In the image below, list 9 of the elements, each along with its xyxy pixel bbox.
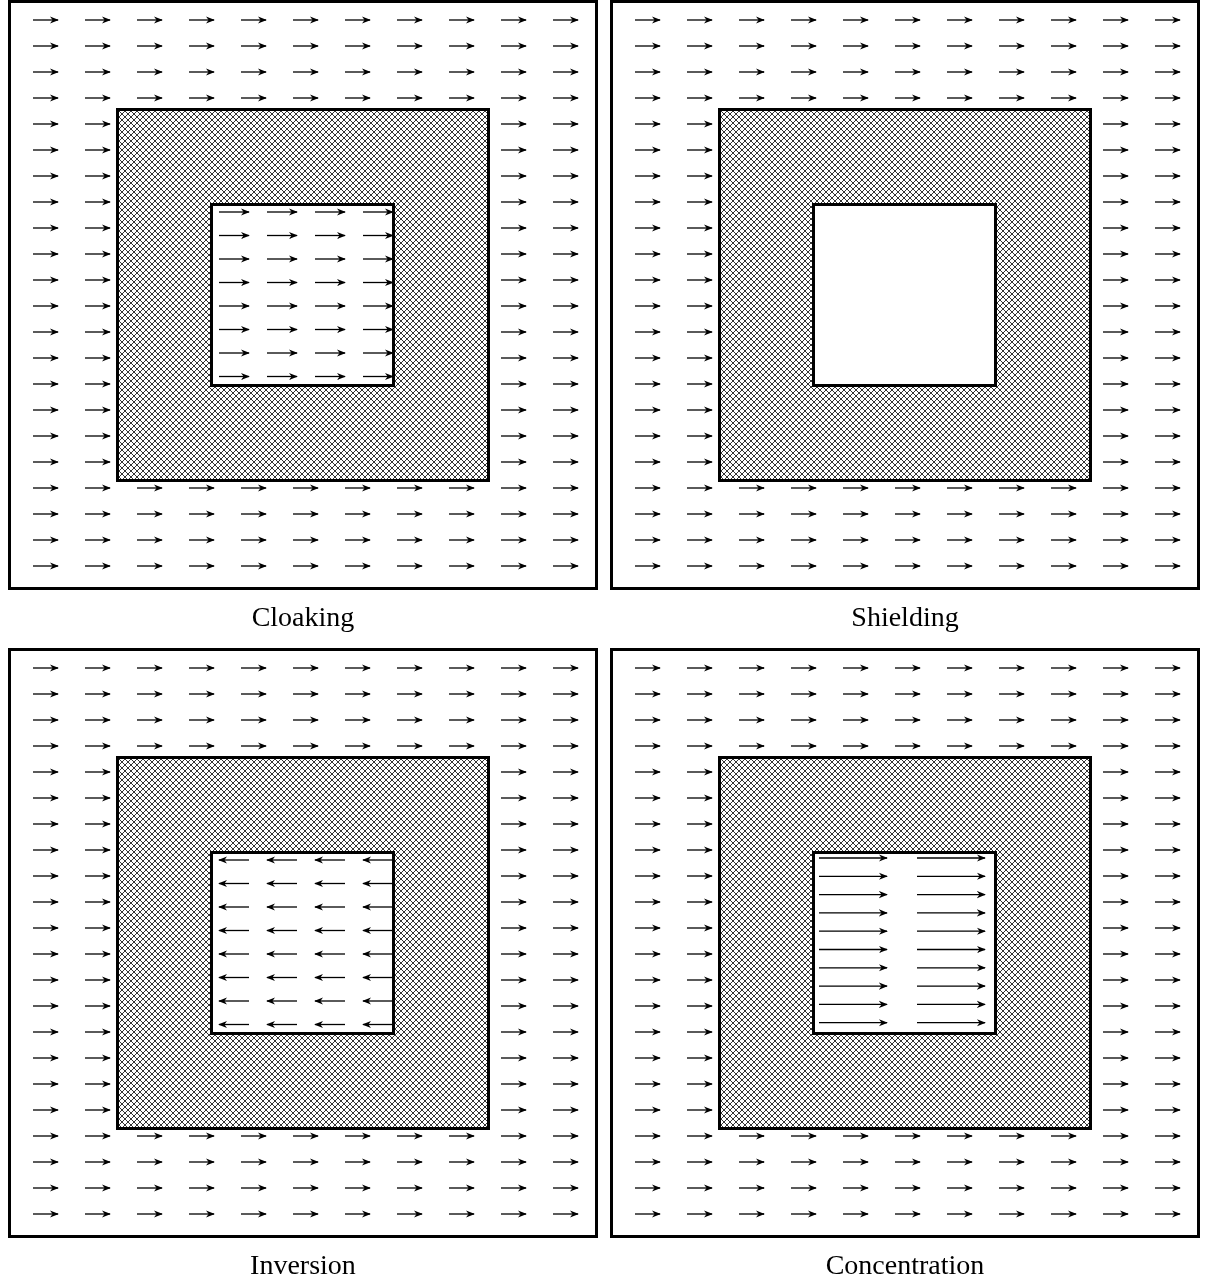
panel-title: Shielding [851,600,959,634]
hatched-shell [116,108,490,482]
panel-title: Concentration [825,1248,985,1282]
hatched-shell [718,108,1092,482]
panel-title: Cloaking [251,600,355,634]
inner-region [812,203,997,387]
panel-title: Inversion [250,1248,356,1282]
hatched-shell [718,756,1092,1130]
hatched-shell [116,756,490,1130]
